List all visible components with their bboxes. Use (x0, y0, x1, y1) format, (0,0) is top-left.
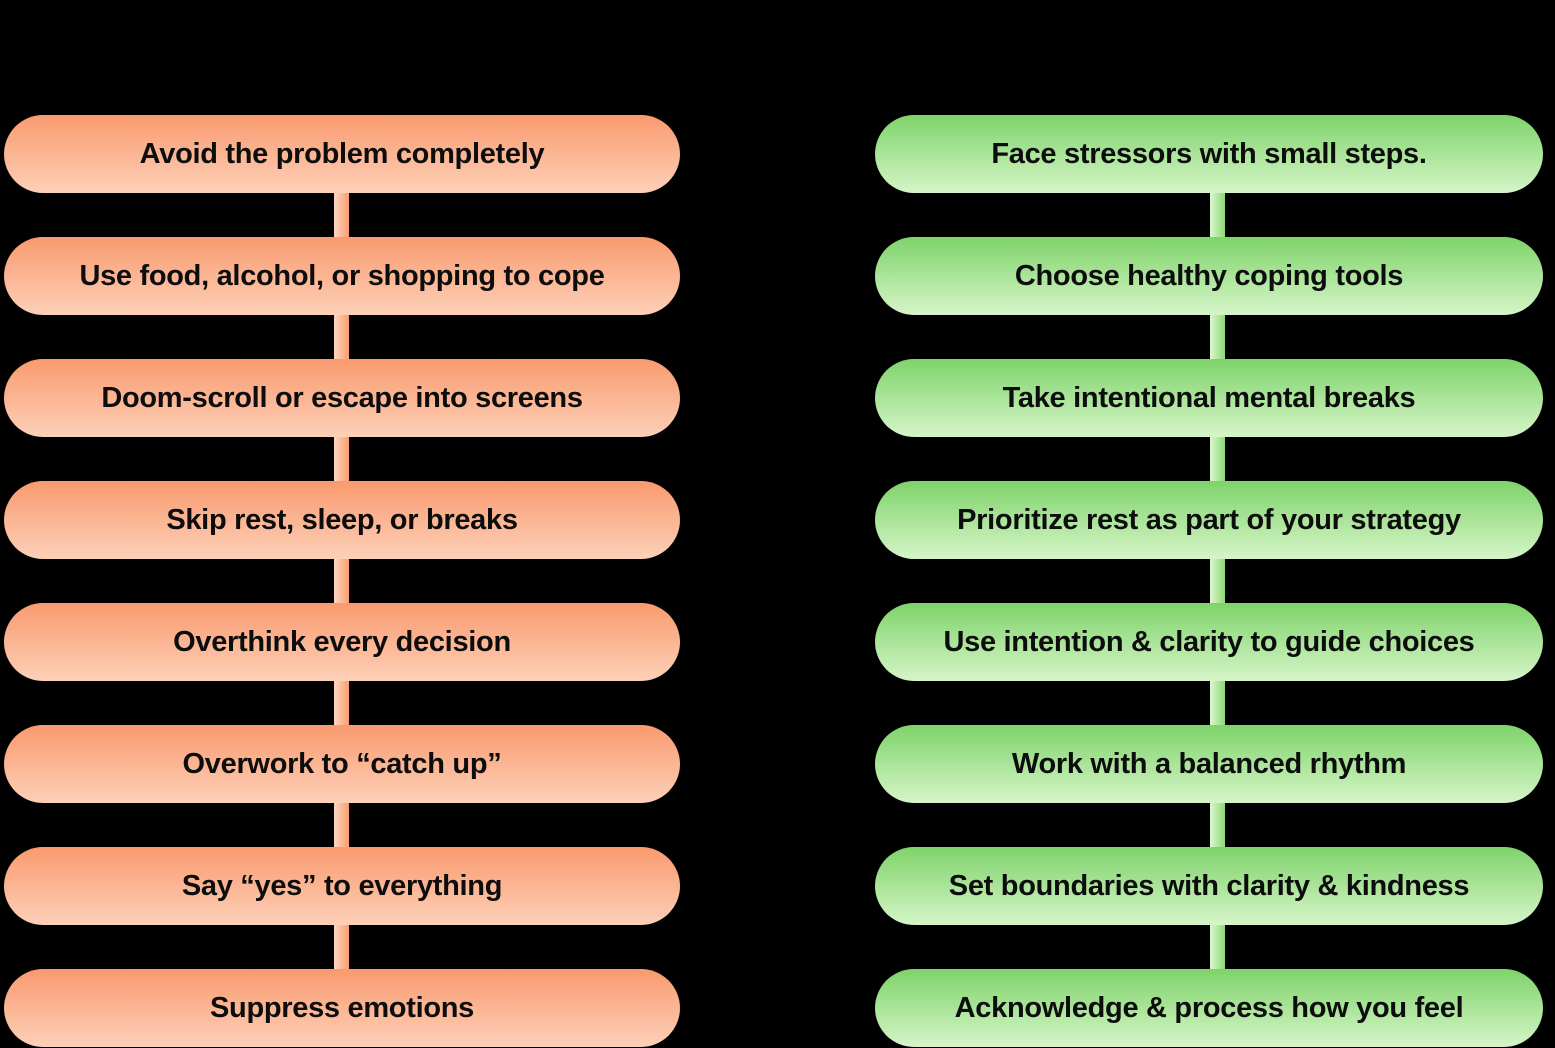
unhealthy-pill-label: Skip rest, sleep, or breaks (166, 503, 518, 536)
connector-line (334, 800, 349, 850)
healthy-pill-label: Choose healthy coping tools (1014, 259, 1404, 292)
healthy-pill: Choose healthy coping tools (875, 237, 1543, 315)
healthy-pill-label: Set boundaries with clarity & kindness (948, 869, 1470, 902)
healthy-pill: Work with a balanced rhythm (875, 725, 1543, 803)
unhealthy-pill: Say “yes” to everything (4, 847, 680, 925)
healthy-pill: Set boundaries with clarity & kindness (875, 847, 1543, 925)
connector-line (1210, 190, 1225, 240)
healthy-pill-label: Acknowledge & process how you feel (954, 991, 1464, 1024)
unhealthy-pill: Doom-scroll or escape into screens (4, 359, 680, 437)
healthy-pill: Acknowledge & process how you feel (875, 969, 1543, 1047)
connector-line (334, 556, 349, 606)
connector-line (1210, 312, 1225, 362)
healthy-pill-label: Prioritize rest as part of your strategy (957, 503, 1461, 536)
connector-line (1210, 556, 1225, 606)
healthy-pill: Face stressors with small steps. (875, 115, 1543, 193)
connector-line (334, 190, 349, 240)
connector-line (334, 434, 349, 484)
unhealthy-pill-label: Doom-scroll or escape into screens (101, 381, 583, 414)
unhealthy-pill: Skip rest, sleep, or breaks (4, 481, 680, 559)
unhealthy-pill: Suppress emotions (4, 969, 680, 1047)
connector-line (334, 678, 349, 728)
unhealthy-pill-label: Avoid the problem completely (139, 137, 545, 170)
connector-line (1210, 678, 1225, 728)
unhealthy-pill: Overthink every decision (4, 603, 680, 681)
connector-line (334, 922, 349, 972)
healthy-pill-label: Take intentional mental breaks (1002, 381, 1416, 414)
unhealthy-pill-label: Suppress emotions (209, 991, 474, 1024)
healthy-pill: Take intentional mental breaks (875, 359, 1543, 437)
unhealthy-pill-label: Use food, alcohol, or shopping to cope (79, 259, 605, 292)
unhealthy-pill: Avoid the problem completely (4, 115, 680, 193)
unhealthy-pill-label: Overthink every decision (173, 625, 511, 658)
healthy-pill: Prioritize rest as part of your strategy (875, 481, 1543, 559)
healthy-pill-label: Work with a balanced rhythm (1011, 747, 1407, 780)
unhealthy-pill-label: Overwork to “catch up” (182, 747, 502, 780)
connector-line (1210, 800, 1225, 850)
unhealthy-pill-label: Say “yes” to everything (181, 869, 503, 902)
connector-line (1210, 434, 1225, 484)
connector-line (334, 312, 349, 362)
unhealthy-pill: Use food, alcohol, or shopping to cope (4, 237, 680, 315)
healthy-pill: Use intention & clarity to guide choices (875, 603, 1543, 681)
unhealthy-pill: Overwork to “catch up” (4, 725, 680, 803)
connector-line (1210, 922, 1225, 972)
healthy-pill-label: Face stressors with small steps. (991, 137, 1427, 170)
healthy-pill-label: Use intention & clarity to guide choices (943, 625, 1475, 658)
